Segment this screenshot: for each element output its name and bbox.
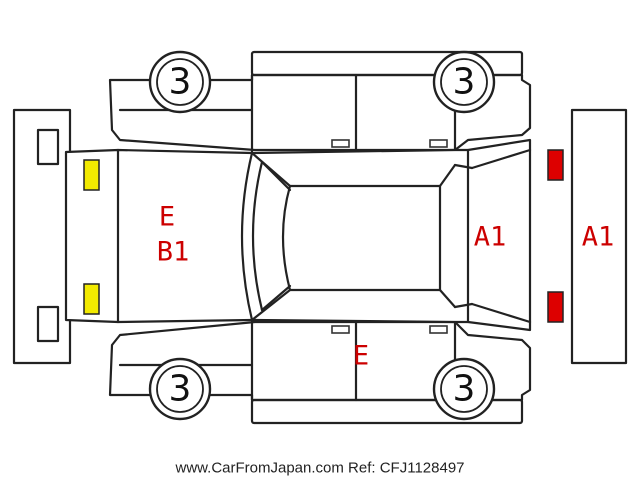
windshield-inner [251,160,264,312]
headlight-top [83,159,100,191]
tire-rear-right: 3 [432,357,496,421]
windshield-outer [240,151,254,322]
side-door-damage-code: E [353,341,369,372]
watermark-ref: www.CarFromJapan.com Ref: CFJ1128497 [175,460,465,477]
tire-front-left-label: 3 [169,62,192,103]
tire-rear-left: 3 [432,50,496,114]
tire-front-right-label: 3 [169,369,192,410]
hood-damage-code-2: B1 [157,237,190,268]
front-bumper [12,108,72,365]
tire-front-left: 3 [148,50,212,114]
door-handle-front-bottom [331,325,350,334]
car-top-view [64,138,564,332]
door-handle-rear-bottom [429,325,448,334]
door-handle-rear-top [429,139,448,148]
roof [281,184,442,292]
tire-front-right: 3 [148,357,212,421]
tire-rear-left-label: 3 [453,62,476,103]
tail-light-top [547,149,564,181]
rear-glass-damage-code: A1 [474,222,507,253]
tail-light-bottom [547,291,564,323]
rear-glass-sides [470,148,532,324]
rear-bumper [570,108,628,365]
hood-damage-code-1: E [159,202,175,233]
rear-bumper-damage-code: A1 [582,222,615,253]
tire-rear-right-label: 3 [453,369,476,410]
headlight-bottom [83,283,100,315]
door-handle-front-top [331,139,350,148]
